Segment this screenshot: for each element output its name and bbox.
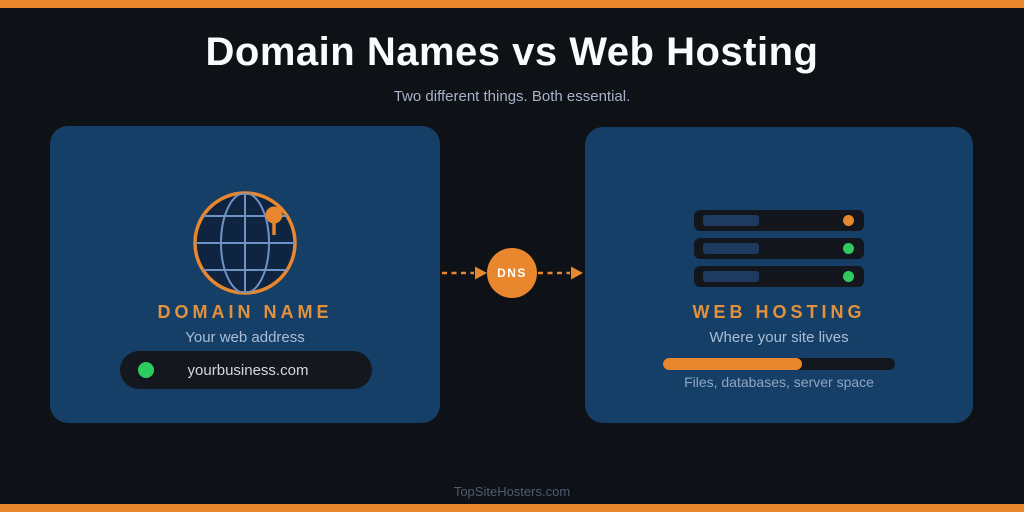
hosting-card-subtitle: Where your site lives <box>709 329 849 346</box>
server-status-dot <box>843 271 854 282</box>
server-slot <box>703 215 759 226</box>
page-subtitle: Two different things. Both essential. <box>393 88 631 105</box>
domain-card: DOMAIN NAME Your web address yourbusines… <box>50 126 440 423</box>
globe-icon <box>190 186 300 296</box>
server-slot <box>703 271 759 282</box>
server-status-dot <box>843 243 854 254</box>
server-bar <box>694 266 864 287</box>
domain-card-subtitle: Your web address <box>185 329 305 346</box>
page-title: Domain Names vs Web Hosting <box>205 30 819 74</box>
address-bar: yourbusiness.com <box>120 351 372 389</box>
hosting-card-title: WEB HOSTING <box>692 302 866 322</box>
brand-footer: TopSiteHosters.com <box>453 484 571 499</box>
domain-card-title: DOMAIN NAME <box>157 302 333 322</box>
dns-arrow-right <box>538 266 583 280</box>
dns-arrow-left <box>442 266 487 280</box>
server-slot <box>703 243 759 254</box>
server-bar <box>694 238 864 259</box>
storage-progress-bar <box>663 358 895 370</box>
server-bar <box>694 210 864 231</box>
server-rack-icon <box>694 210 864 287</box>
location-pin-icon <box>265 206 283 235</box>
hosting-card: WEB HOSTING Where your site lives Files,… <box>585 127 973 423</box>
dns-node: DNS <box>487 248 537 298</box>
dns-label: DNS <box>497 266 527 280</box>
storage-progress-fill <box>663 358 803 370</box>
secure-status-dot <box>138 362 154 378</box>
domain-address: yourbusiness.com <box>187 361 309 379</box>
server-status-dot <box>843 215 854 226</box>
hosting-caption: Files, databases, server space <box>684 374 874 390</box>
top-accent-bar <box>0 0 1024 8</box>
bottom-accent-bar <box>0 504 1024 512</box>
